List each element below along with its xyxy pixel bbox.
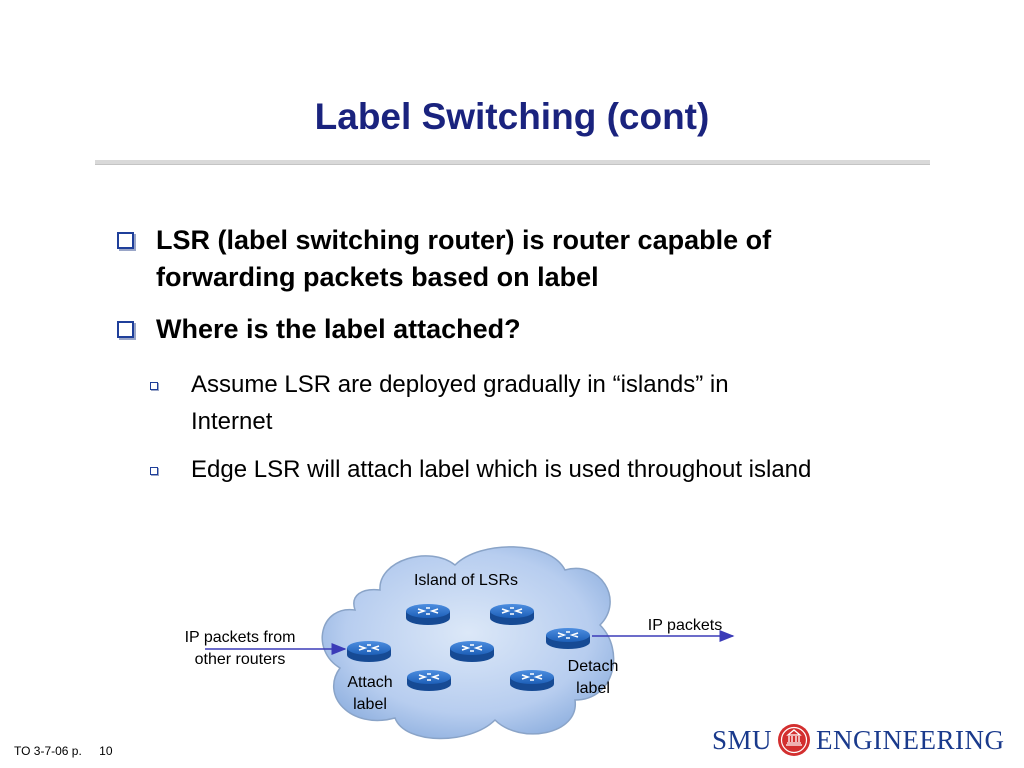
sub-bullet-2: Edge LSR will attach label which is used… xyxy=(150,451,811,488)
ingress-label: IP packets from other routers xyxy=(160,627,320,671)
small-square-bullet-icon xyxy=(150,467,158,475)
footer: TO 3-7-06 p. 10 xyxy=(14,744,113,758)
attach-label-line-2: label xyxy=(353,696,387,713)
egress-label: IP packets xyxy=(647,617,723,634)
detach-label-line-2: label xyxy=(576,680,610,697)
attach-label: Attach label xyxy=(330,672,410,716)
router-icon xyxy=(490,604,534,625)
island-label: Island of LSRs xyxy=(413,572,519,589)
square-bullet-icon xyxy=(117,232,134,249)
smu-seal-icon xyxy=(778,724,811,756)
router-icon xyxy=(407,670,451,691)
router-icon xyxy=(450,641,494,662)
bullet-1: LSR (label switching router) is router c… xyxy=(117,222,771,296)
ingress-label-line-1: IP packets from xyxy=(184,629,296,646)
square-bullet-icon xyxy=(117,321,134,338)
attach-label-line-1: Attach xyxy=(347,674,393,691)
router-icon xyxy=(510,670,554,691)
router-icon xyxy=(347,641,391,662)
ingress-label-line-2: other routers xyxy=(194,651,286,668)
bullet-1-line-1: LSR (label switching router) is router c… xyxy=(156,225,772,255)
bullet-1-line-2: forwarding packets based on label xyxy=(156,262,599,292)
smu-engineering-logo: SMU ENGINEERING xyxy=(712,718,1012,762)
detach-label: Detach label xyxy=(553,656,633,700)
sub-bullet-1-line-1: Assume LSR are deployed gradually in “is… xyxy=(191,371,729,398)
page-number: 10 xyxy=(99,744,113,758)
footer-course: TO 3-7-06 p. xyxy=(14,744,82,758)
slide-title: Label Switching (cont) xyxy=(314,96,710,137)
logo-text-right: ENGINEERING xyxy=(816,725,1005,755)
router-icon xyxy=(406,604,450,625)
title-divider xyxy=(95,160,930,165)
sub-bullet-1: Assume LSR are deployed gradually in “is… xyxy=(150,366,729,440)
small-square-bullet-icon xyxy=(150,382,158,390)
bullet-2: Where is the label attached? xyxy=(117,311,521,348)
router-icon xyxy=(546,628,590,649)
logo-text-left: SMU xyxy=(712,725,773,755)
detach-label-line-1: Detach xyxy=(567,658,619,675)
bullet-2-line-1: Where is the label attached? xyxy=(156,314,521,344)
sub-bullet-1-line-2: Internet xyxy=(191,408,273,435)
sub-bullet-2-line-1: Edge LSR will attach label which is used… xyxy=(191,456,812,483)
